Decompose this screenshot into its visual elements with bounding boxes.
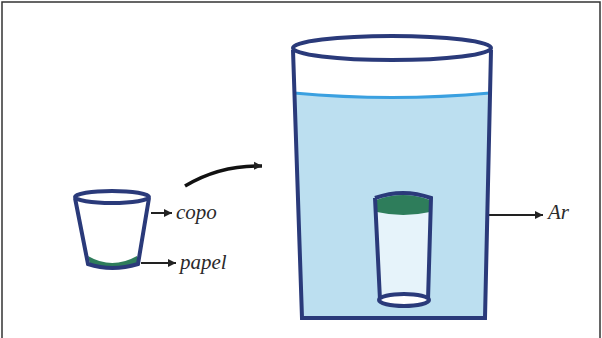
part-label: copo: [176, 202, 217, 223]
leader-line: [151, 212, 172, 214]
small-cup: [75, 191, 149, 269]
part-label: Ar: [548, 202, 569, 223]
transfer-arrow: [185, 166, 262, 186]
water-container: [293, 36, 491, 318]
leader-line: [141, 262, 176, 264]
part-label: papel: [180, 252, 227, 273]
